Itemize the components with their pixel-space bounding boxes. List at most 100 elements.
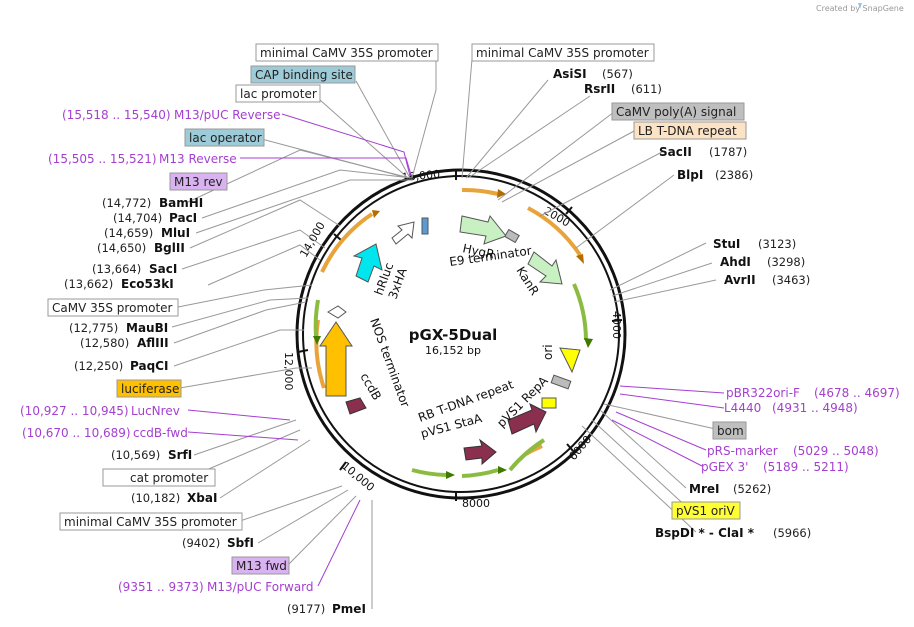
sites-left: (14,772)BamHI (14,704)PacI (14,659)MluI … [64,196,366,616]
svg-text:(611): (611) [631,82,662,96]
snapgene-logo-icon [858,3,862,9]
primer-lucnrev-pos: (10,927 .. 10,945) [20,404,129,418]
primer-m13-rev: M13 Reverse [159,152,237,166]
primer-pgex-pos: (5189 .. 5211) [763,460,849,474]
svg-text:(13,662): (13,662) [64,277,113,291]
svg-text:(10,182): (10,182) [131,491,180,505]
green-arcs [313,283,588,478]
svg-text:luciferase: luciferase [121,382,179,396]
svg-text:(14,704): (14,704) [113,211,162,225]
svg-text:(567): (567) [602,67,633,81]
site-xbai: XbaI [187,491,217,505]
site-avrii: AvrII [724,273,756,287]
site-paci: PacI [169,211,197,225]
svg-text:(14,772): (14,772) [102,196,151,210]
box-luc: luciferase [116,379,182,398]
site-asisi: AsiSI [553,67,587,81]
box-min2: minimal CaMV 35S promoter [471,43,655,62]
plasmid-name: pGX-5Dual [409,326,497,344]
green-arrowheads [313,336,593,479]
site-ahdi: AhdI [720,255,751,269]
svg-text:(3298): (3298) [767,255,805,269]
box-m13rev: M13 rev [169,172,228,191]
plasmid-length: 16,152 bp [425,344,481,357]
svg-text:(3463): (3463) [772,273,810,287]
primer-m13-rev-pos: (15,505 .. 15,521) [48,152,157,166]
primer-prs-pos: (5029 .. 5048) [793,444,879,458]
svg-text:lac operator: lac operator [189,131,262,145]
label-hygr: HygR [461,241,495,261]
primer-l4440-pos: (4931 .. 4948) [772,401,858,415]
svg-text:(1787): (1787) [709,145,747,159]
box-lacp: lac promoter [235,84,321,103]
site-eco53ki: Eco53kI [121,277,174,291]
box-lb: LB T-DNA repeat [633,121,747,140]
tick-16000: 16,000 [401,168,440,184]
tick-marks [297,170,623,501]
svg-text:cat promoter: cat promoter [130,471,208,485]
box-bom: bom [712,421,747,440]
site-bglii: BglII [154,241,185,255]
feature-shapes [319,214,581,466]
site-sacii: SacII [659,145,692,159]
backbone-inner [302,175,620,493]
svg-text:(13,664): (13,664) [92,262,141,276]
site-afliii: AflIII [137,336,169,350]
svg-text:(14,659): (14,659) [104,226,153,240]
primer-prs: pRS-marker [707,444,778,458]
box-m13fwd: M13 fwd [231,556,290,575]
svg-text:pVS1 oriV: pVS1 oriV [676,504,736,518]
primer-lines [187,113,725,587]
svg-text:(3123): (3123) [758,237,796,251]
svg-text:lac promoter: lac promoter [240,87,317,101]
primer-pgex: pGEX 3' [701,460,748,474]
box-pvs1: pVS1 oriV [671,501,741,520]
primer-m13puc-rev: M13/pUC Reverse [174,108,281,122]
site-srfi: SrfI [168,448,192,462]
site-mrei: MreI [689,482,719,496]
box-min3: minimal CaMV 35S promoter [59,512,243,531]
site-maubi: MauBI [126,321,168,335]
tick-12000: 12,000 [282,352,295,391]
orange-arrowheads [372,189,584,264]
primer-ccdb-pos: (10,670 .. 10,689) [22,426,131,440]
feature-boxes: minimal CaMV 35S promoter minimal CaMV 3… [47,43,747,575]
svg-text:bom: bom [717,424,744,438]
svg-text:(12,775): (12,775) [69,321,118,335]
svg-text:(2386): (2386) [715,168,753,182]
box-cap: CAP binding site [250,65,356,84]
svg-text:M13 rev: M13 rev [174,175,223,189]
site-mlui: MluI [161,226,190,240]
box-polya: CaMV poly(A) signal [611,102,745,121]
backbone-outer [295,168,627,500]
primer-l4440: L4440 [724,401,761,415]
svg-text:(5262): (5262) [733,482,771,496]
site-blpi: BlpI [677,168,703,182]
primer-ccdb: ccdB-fwd [133,426,188,440]
primer-m13puc-fwd-pos: (9351 .. 9373) [118,580,204,594]
box-laco: lac operator [184,128,265,147]
svg-text:minimal CaMV 35S promoter: minimal CaMV 35S promoter [64,515,237,529]
primers: (15,518 .. 15,540) M13/pUC Reverse (15,5… [20,108,900,594]
label-ori: ori [541,344,555,360]
svg-text:(9177): (9177) [287,602,325,616]
primer-pbr-pos: (4678 .. 4697) [814,386,900,400]
svg-text:(10,569): (10,569) [111,448,160,462]
svg-text:(5966): (5966) [773,526,811,540]
primer-pbr: pBR322ori-F [726,386,800,400]
svg-text:(12,580): (12,580) [80,336,129,350]
tick-8000: 8000 [462,497,490,510]
site-paqci: PaqCI [130,359,168,373]
primer-m13puc-rev-pos: (15,518 .. 15,540) [62,108,171,122]
box-cat: cat promoter [102,468,216,487]
svg-text:minimal CaMV 35S promoter: minimal CaMV 35S promoter [476,46,649,60]
site-pmei: PmeI [332,602,366,616]
svg-text:CAP binding site: CAP binding site [255,68,353,82]
svg-text:CaMV poly(A) signal: CaMV poly(A) signal [616,105,736,119]
svg-text:CaMV 35S promoter: CaMV 35S promoter [52,301,173,315]
label-ccdb: ccdB [357,371,384,403]
sites-right: AsiSI(567) RsrII(611) SacII(1787) BlpI(2… [553,67,811,540]
site-sbfi: SbfI [227,536,254,550]
svg-text:(14,650): (14,650) [97,241,146,255]
